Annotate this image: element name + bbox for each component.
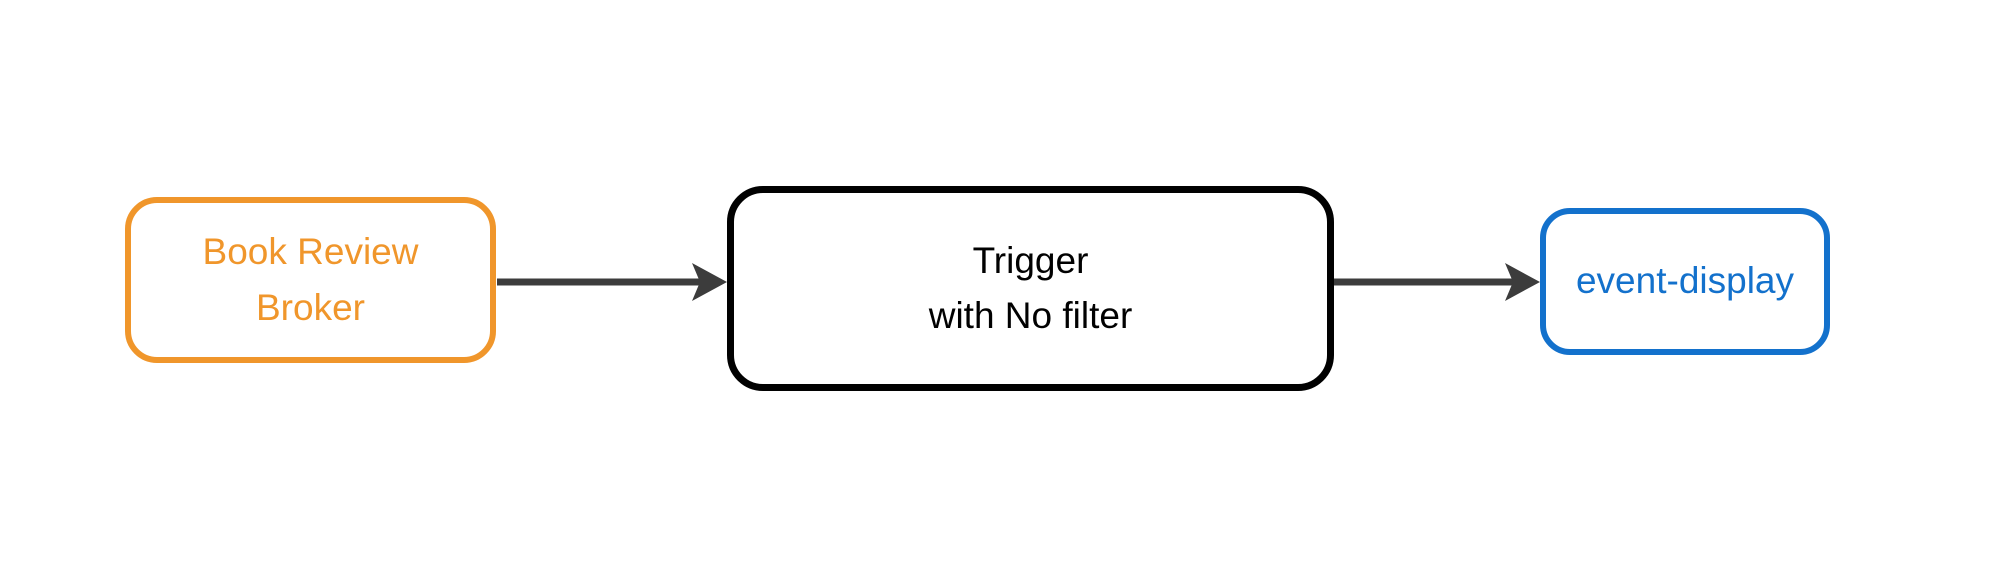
node-event-display: event-display (1540, 208, 1830, 355)
arrowhead-icon (692, 263, 727, 301)
node-label-line: event-display (1575, 260, 1794, 302)
node-label-line: Book Review (202, 230, 419, 272)
arrow-trigger-to-event-display (1334, 263, 1540, 301)
node-label-line: with No filter (928, 294, 1133, 336)
arrowhead-icon (1505, 263, 1540, 301)
node-label-line: Broker (256, 287, 365, 328)
node-book-review-broker: Book Review Broker (125, 197, 496, 363)
node-trigger-no-filter: Trigger with No filter (727, 186, 1334, 391)
node-label-line: Trigger (972, 240, 1089, 282)
arrow-broker-to-trigger (497, 263, 727, 301)
